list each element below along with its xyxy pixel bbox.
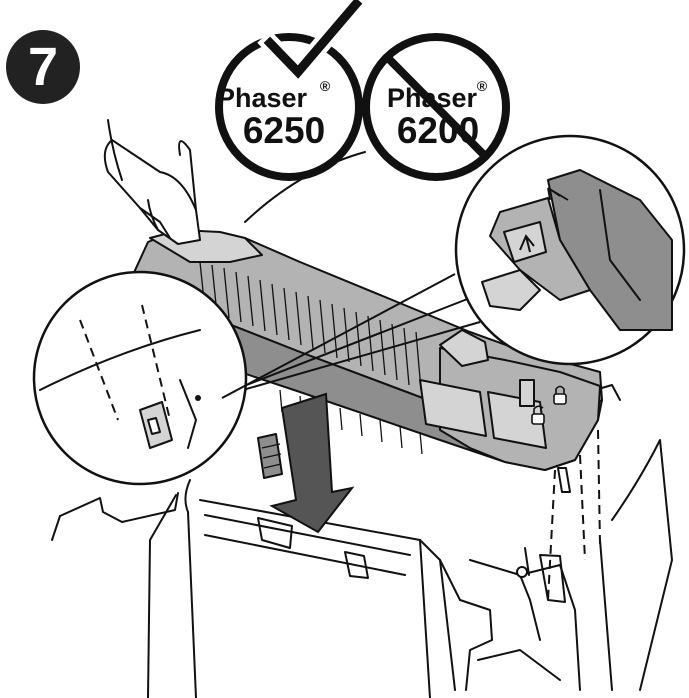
badge-not-compatible: Phaser ® 6200 [362,33,510,181]
down-arrow-icon [269,392,355,534]
lock-icon [553,385,567,405]
printer-body [51,384,673,698]
printer-rollers [257,433,283,479]
unlock-icon [531,405,545,425]
up-arrow-icon [519,234,535,253]
badge-6250-mark: ® [320,78,331,94]
badge-6200-model: 6200 [397,110,479,151]
badge-6250-brand: Phaser [217,83,308,113]
prohibited-icon [384,54,489,160]
step-number: 7 [27,37,59,97]
corner-arrow-icon [547,187,569,201]
fuser-unit [125,229,603,493]
step-number-badge: 7 [6,30,80,104]
hand-icon [103,119,201,245]
release-button [503,221,547,263]
badge-compatible: Phaser ® 6250 [215,0,369,181]
detail-circle-right [221,134,686,399]
check-icon [263,0,363,79]
badge-pointer-line [244,151,366,223]
badge-6250-model: 6250 [243,110,325,151]
badge-6200-mark: ® [477,78,488,94]
